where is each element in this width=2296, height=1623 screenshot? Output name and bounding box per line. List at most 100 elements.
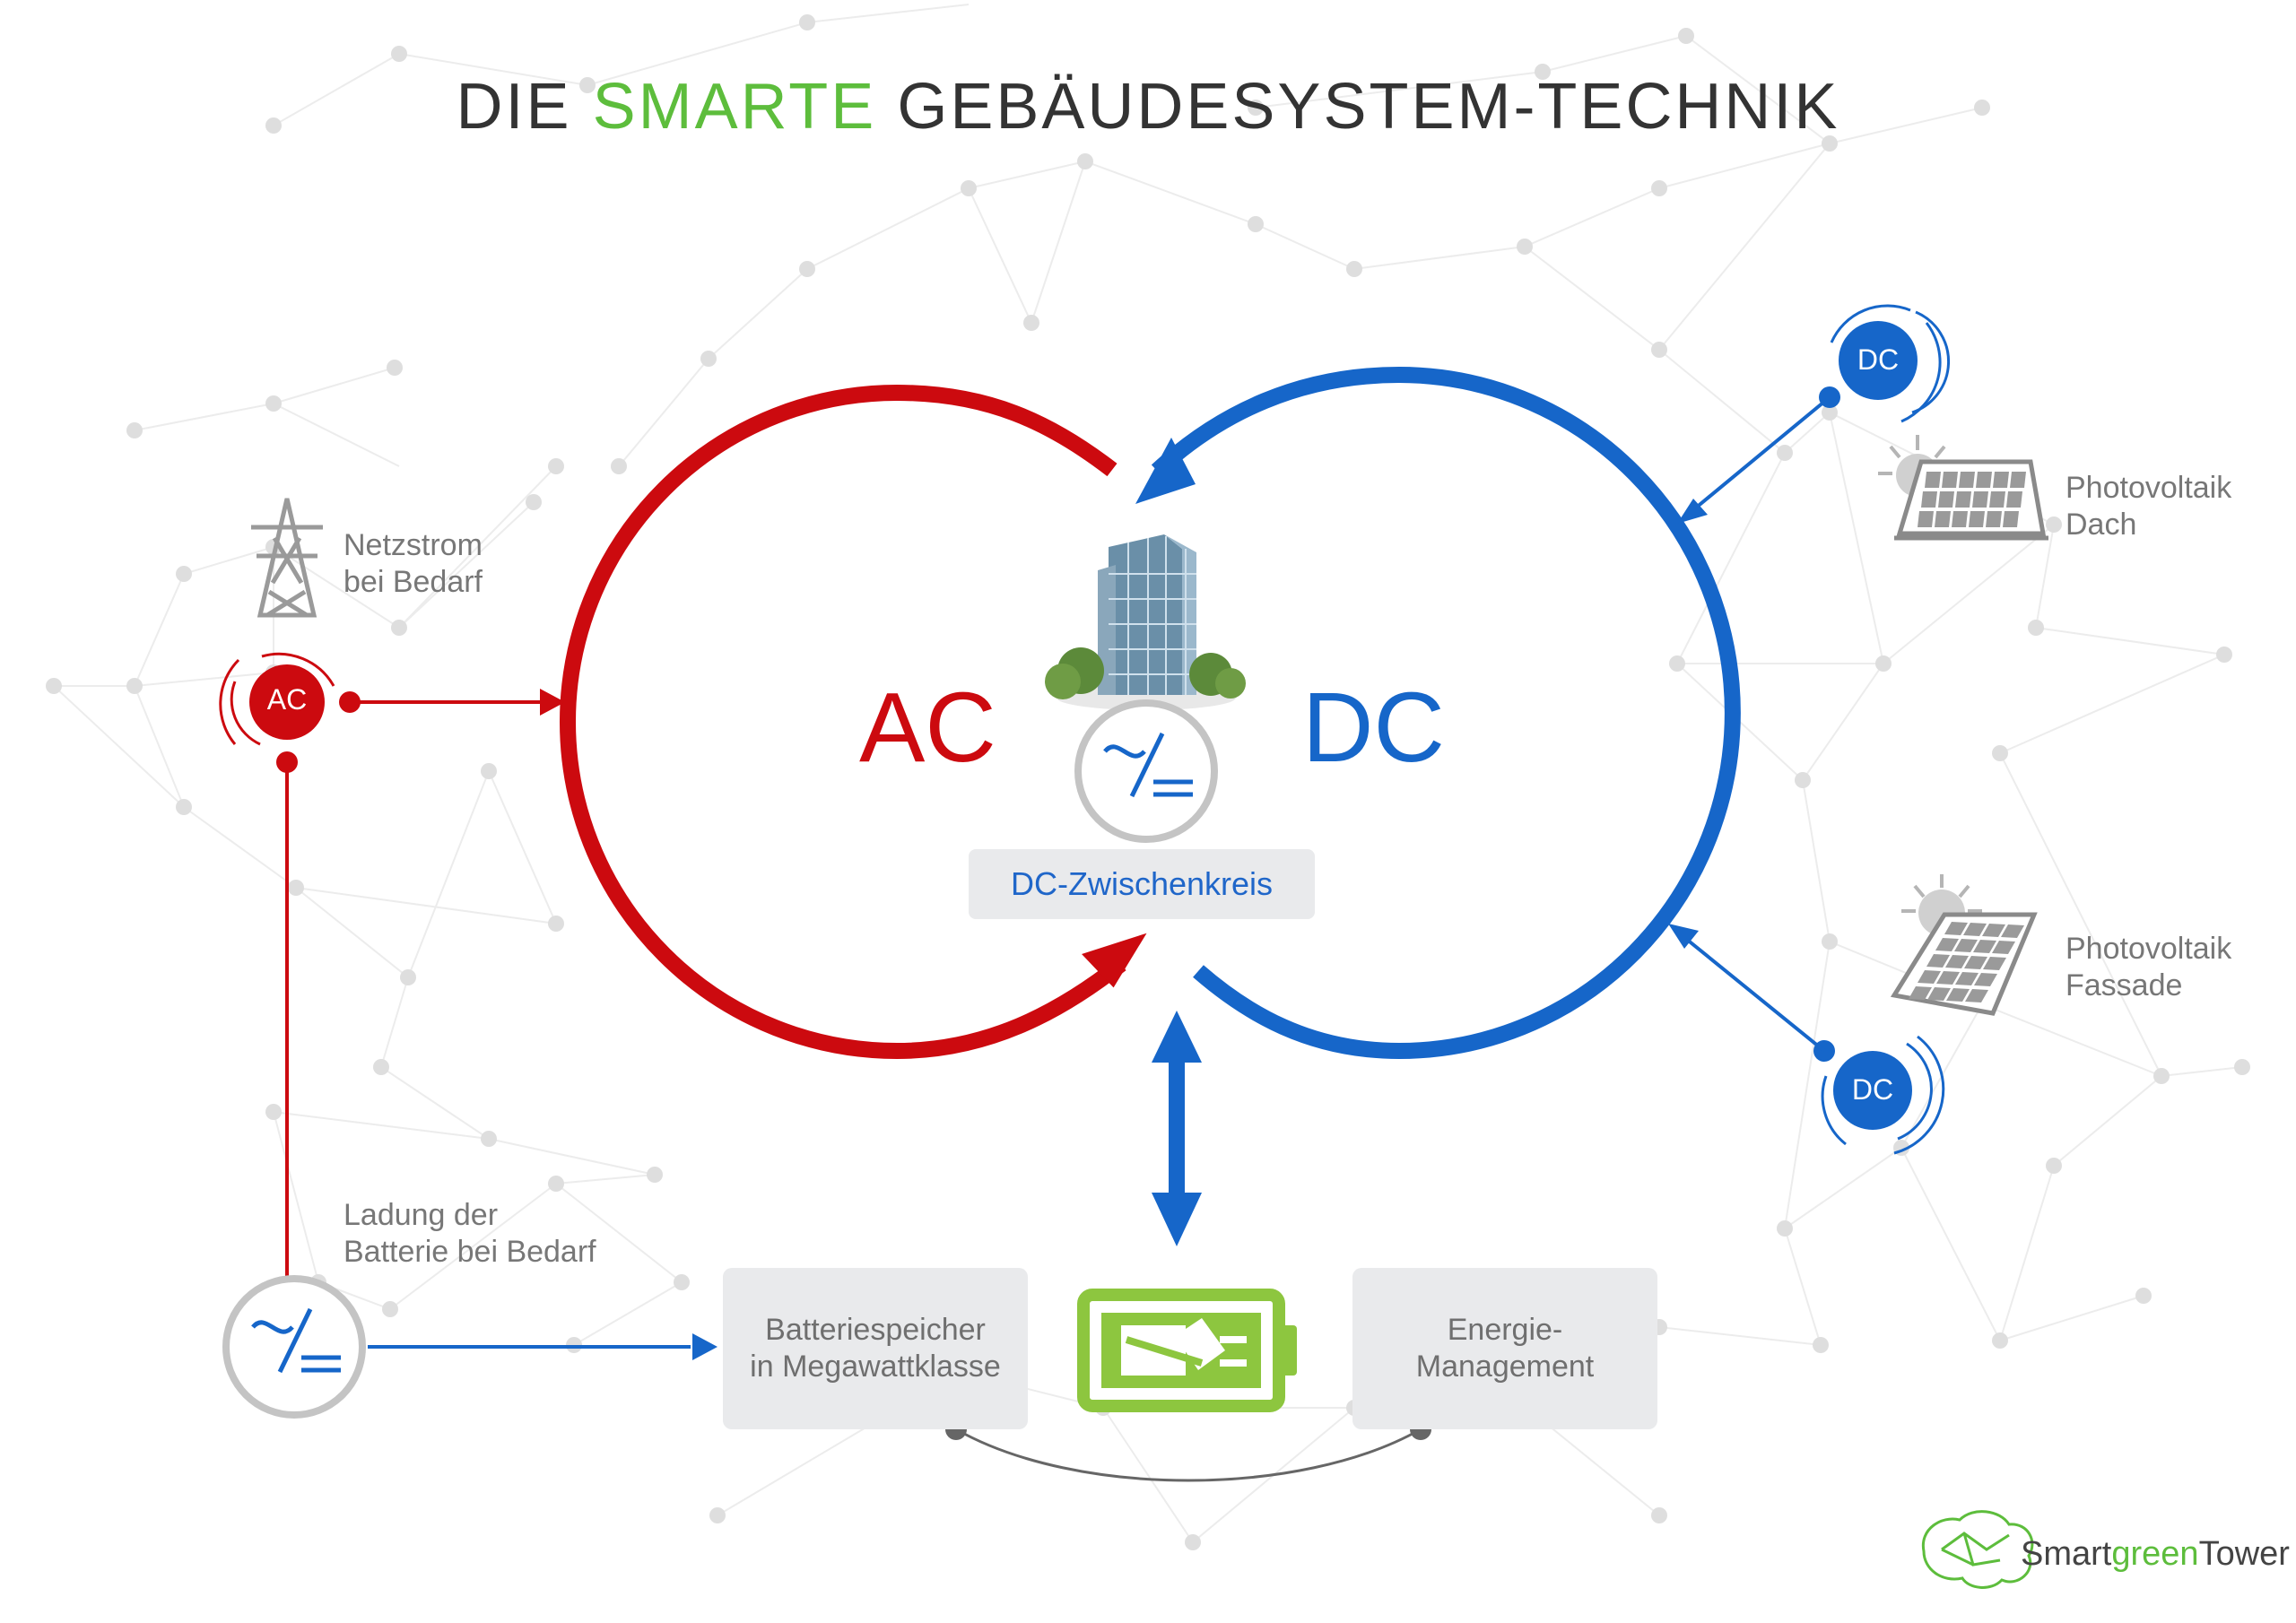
pv-facade-label: Photovoltaik Fassade [2066, 931, 2231, 1004]
battery-storage-label-line1: Batteriespeicher [765, 1313, 986, 1347]
solar-cell [1927, 987, 1951, 1001]
solar-cell [1965, 989, 1988, 1002]
solar-cell [1952, 511, 1968, 527]
solar-cell [1918, 511, 1934, 527]
pv-facade-label-line1: Photovoltaik [2066, 932, 2232, 966]
ac-node-icon [219, 652, 361, 773]
battery-storage-label-line2: in Megawattklasse [750, 1350, 1001, 1384]
solar-cell [1969, 511, 1985, 527]
battery-storage-box: Batteriespeicher in Megawattklasse [723, 1268, 1028, 1429]
network-node [1795, 772, 1811, 788]
solar-cell [1972, 491, 1988, 508]
ac-loop [560, 384, 1126, 1060]
inverter-icon-left [222, 1275, 366, 1419]
network-node [1346, 261, 1362, 277]
network-node [176, 799, 192, 815]
energy-management-label-line1: Energie- [1447, 1313, 1563, 1347]
network-node [391, 46, 407, 62]
network-node [126, 422, 143, 438]
solar-cell [1982, 924, 2005, 937]
network-node [1822, 404, 1838, 421]
solar-cell [1925, 472, 1941, 488]
network-node [265, 1104, 282, 1120]
network-node [548, 916, 564, 932]
network-node [1992, 745, 2008, 761]
ac-to-loop-arrowhead [540, 689, 565, 716]
logo-text-green: green [2111, 1535, 2199, 1573]
network-node [1651, 1507, 1667, 1523]
dc-node-top-label: DC [1857, 343, 1900, 376]
logo-text-smart: Smart [2021, 1535, 2112, 1573]
power-tower-icon [251, 498, 323, 618]
brain-network-logo-icon [1921, 1510, 2034, 1589]
energy-management-box: Energie- Management [1352, 1268, 1657, 1429]
network-node [265, 395, 282, 412]
solar-cell [1945, 955, 1969, 968]
solar-cell [1983, 957, 2006, 970]
battery-charge-label-line1: Ladung der [344, 1198, 499, 1232]
network-node [700, 351, 717, 367]
network-node [548, 1176, 564, 1192]
energy-management-label-line2: Management [1415, 1350, 1595, 1384]
solar-cell [1993, 472, 2009, 488]
battery-plug-icon [1077, 1289, 1297, 1412]
logo-text: SmartgreenTower [2021, 1535, 2290, 1574]
network-node [1651, 342, 1667, 358]
solar-cell [1976, 472, 1992, 488]
dc-node-bottom-label: DC [1851, 1073, 1894, 1106]
network-node [373, 1059, 389, 1075]
solar-cell [1955, 491, 1971, 508]
solar-cell [1935, 511, 1951, 527]
network-node [1777, 445, 1793, 461]
dc-bottom-to-loop-line [1684, 937, 1826, 1053]
network-node [1517, 239, 1533, 255]
ac-loop-arrowhead [1082, 933, 1147, 988]
ac-node-label: AC [266, 683, 308, 716]
network-node [46, 678, 62, 694]
battery-energy-connector [955, 1428, 1422, 1482]
building-icon [1045, 534, 1246, 710]
dc-bus-double-arrow [1152, 1011, 1202, 1246]
network-node [2135, 1288, 2152, 1304]
page-title: DIE SMARTE GEBÄUDESYSTEM-TECHNIK [0, 70, 2296, 143]
solar-cell [1959, 472, 1975, 488]
network-node [1535, 64, 1551, 80]
network-node [481, 1131, 497, 1147]
network-node [1077, 153, 1093, 169]
network-node [2046, 516, 2062, 533]
solar-panel-roof-cells [1918, 472, 2026, 527]
grid-power-label-line2: bei Bedarf [344, 565, 483, 599]
network-node [709, 1507, 726, 1523]
solar-cell [1944, 922, 1968, 935]
dc-label: DC [1302, 673, 1445, 783]
network-node [1023, 315, 1039, 331]
network-node [2028, 620, 2044, 636]
solar-cell [1926, 954, 1950, 968]
dc-top-arrowhead [1677, 499, 1708, 524]
network-node [2216, 647, 2232, 663]
solar-cell [1936, 971, 1960, 985]
solar-cell [2001, 924, 2024, 938]
network-node [1875, 655, 1892, 672]
title-text-accent: SMARTE [592, 71, 877, 143]
solar-cell [1989, 491, 2005, 508]
network-node [1822, 933, 1838, 950]
network-node [579, 77, 596, 93]
ac-label: AC [859, 673, 996, 783]
solar-cell [1938, 491, 1954, 508]
network-node [391, 620, 407, 636]
dc-loop [1151, 366, 1741, 1060]
grid-power-label: Netzstrom bei Bedarf [344, 527, 483, 601]
network-node [2153, 1068, 2170, 1084]
solar-cell [1946, 988, 1970, 1002]
network-node [382, 1301, 398, 1317]
solar-cell [1918, 970, 1941, 984]
network-node [799, 14, 815, 30]
network-node [1974, 100, 1990, 116]
network-node [961, 180, 977, 196]
solar-cell [1963, 923, 1987, 936]
solar-cell [1942, 472, 1958, 488]
solar-cell [1909, 986, 1932, 1000]
title-text-pre: DIE [456, 71, 593, 143]
solar-cell [2006, 491, 2022, 508]
